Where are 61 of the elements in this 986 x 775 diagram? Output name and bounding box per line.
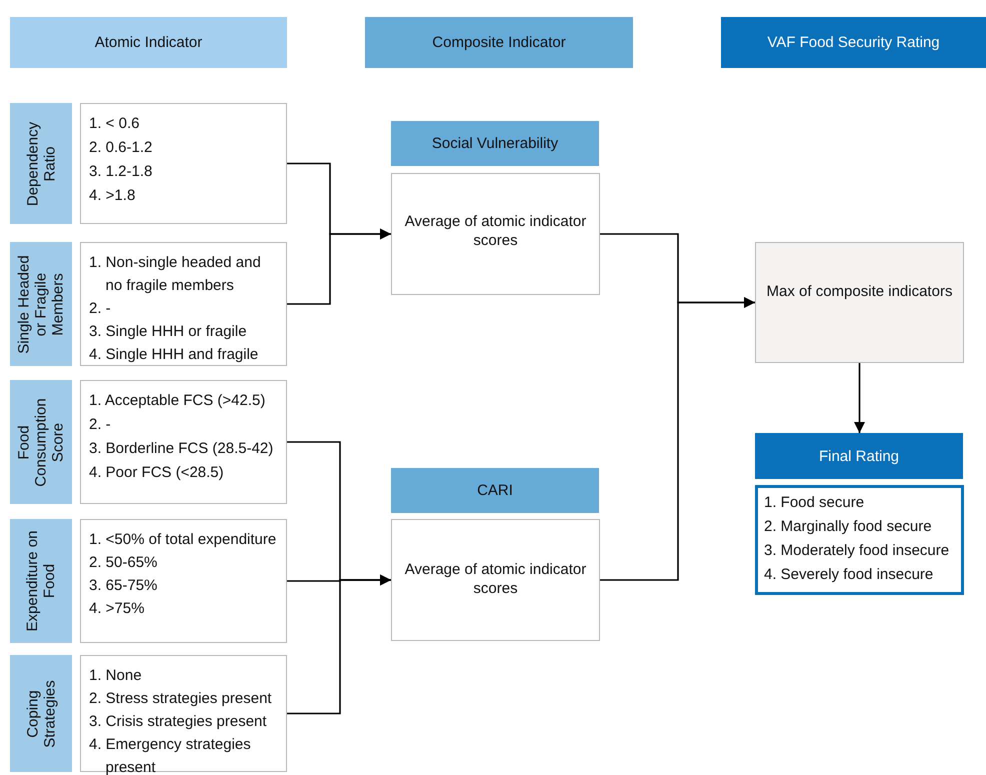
list-box xyxy=(80,380,287,504)
list-item: 2. - xyxy=(89,299,112,319)
list-box xyxy=(80,103,287,224)
list-item: 3. Moderately food insecure xyxy=(764,541,950,561)
list-item: 4. Poor FCS (<28.5) xyxy=(89,463,225,483)
list-item: 4. >75% xyxy=(89,599,146,619)
box-text: Average of atomic indicator scores xyxy=(404,212,588,250)
list-box xyxy=(755,485,964,595)
list-item: 3. Borderline FCS (28.5-42) xyxy=(89,439,274,459)
list-box xyxy=(80,242,287,366)
header-box xyxy=(391,468,599,513)
list-item: 3. 65-75% xyxy=(89,576,158,596)
process-box xyxy=(391,519,600,641)
indicator-bar xyxy=(10,655,72,772)
header-text: Final Rating xyxy=(818,448,900,464)
header-box xyxy=(10,17,287,68)
list-item: 4. Single HHH and fragile xyxy=(89,345,260,365)
header-text: Atomic Indicator xyxy=(94,34,202,51)
list-item: 4. Emergency strategies present xyxy=(89,735,252,775)
box-text: Average of atomic indicator scores xyxy=(404,560,588,598)
list-item: 3. 1.2-1.8 xyxy=(89,162,154,182)
indicator-bar xyxy=(10,380,72,504)
header-box xyxy=(391,121,599,166)
header-text: Composite Indicator xyxy=(432,34,566,51)
header-box xyxy=(755,433,963,479)
indicator-bar xyxy=(10,519,72,643)
list-item: 2. - xyxy=(89,415,112,435)
list-item: 2. Marginally food secure xyxy=(764,517,933,537)
header-text: Social Vulnerability xyxy=(432,135,558,152)
process-box xyxy=(755,242,964,363)
list-item: 1. None xyxy=(89,666,143,686)
connector-arrow xyxy=(287,228,391,305)
indicator-label: Coping Strategies xyxy=(24,678,58,750)
list-box xyxy=(80,519,287,643)
list-item: 3. Single HHH or fragile xyxy=(89,322,248,342)
indicator-label: Expenditure on Food xyxy=(24,530,58,634)
header-box xyxy=(365,17,633,68)
connector-arrow xyxy=(287,574,391,714)
indicator-label: Dependency Ratio xyxy=(24,120,58,208)
connector-arrow xyxy=(854,363,865,433)
header-text: CARI xyxy=(477,482,513,499)
list-item: 1. < 0.6 xyxy=(89,114,140,134)
list-item: 2. 50-65% xyxy=(89,553,158,573)
connector-arrow xyxy=(600,297,755,581)
process-box xyxy=(391,173,600,295)
indicator-bar xyxy=(10,242,72,366)
header-text: VAF Food Security Rating xyxy=(767,34,940,51)
list-item: 3. Crisis strategies present xyxy=(89,712,268,732)
box-text: Max of composite indicators xyxy=(766,282,952,301)
list-item: 4. Severely food insecure xyxy=(764,565,934,585)
indicator-label: Food Consumption Score xyxy=(16,396,66,488)
list-item: 2. 0.6-1.2 xyxy=(89,138,154,158)
indicator-label: Single Headed or Fragile Members xyxy=(16,254,66,356)
list-item: 1. <50% of total expenditure xyxy=(89,530,278,550)
indicator-bar xyxy=(10,103,72,224)
list-item: 1. Acceptable FCS (>42.5) xyxy=(89,391,266,411)
list-item: 2. Stress strategies present xyxy=(89,689,273,709)
list-item: 4. >1.8 xyxy=(89,186,136,206)
list-item: 1. Non-single headed and no fragile members xyxy=(89,253,262,296)
header-box xyxy=(721,17,986,68)
list-item: 1. Food secure xyxy=(764,493,866,513)
